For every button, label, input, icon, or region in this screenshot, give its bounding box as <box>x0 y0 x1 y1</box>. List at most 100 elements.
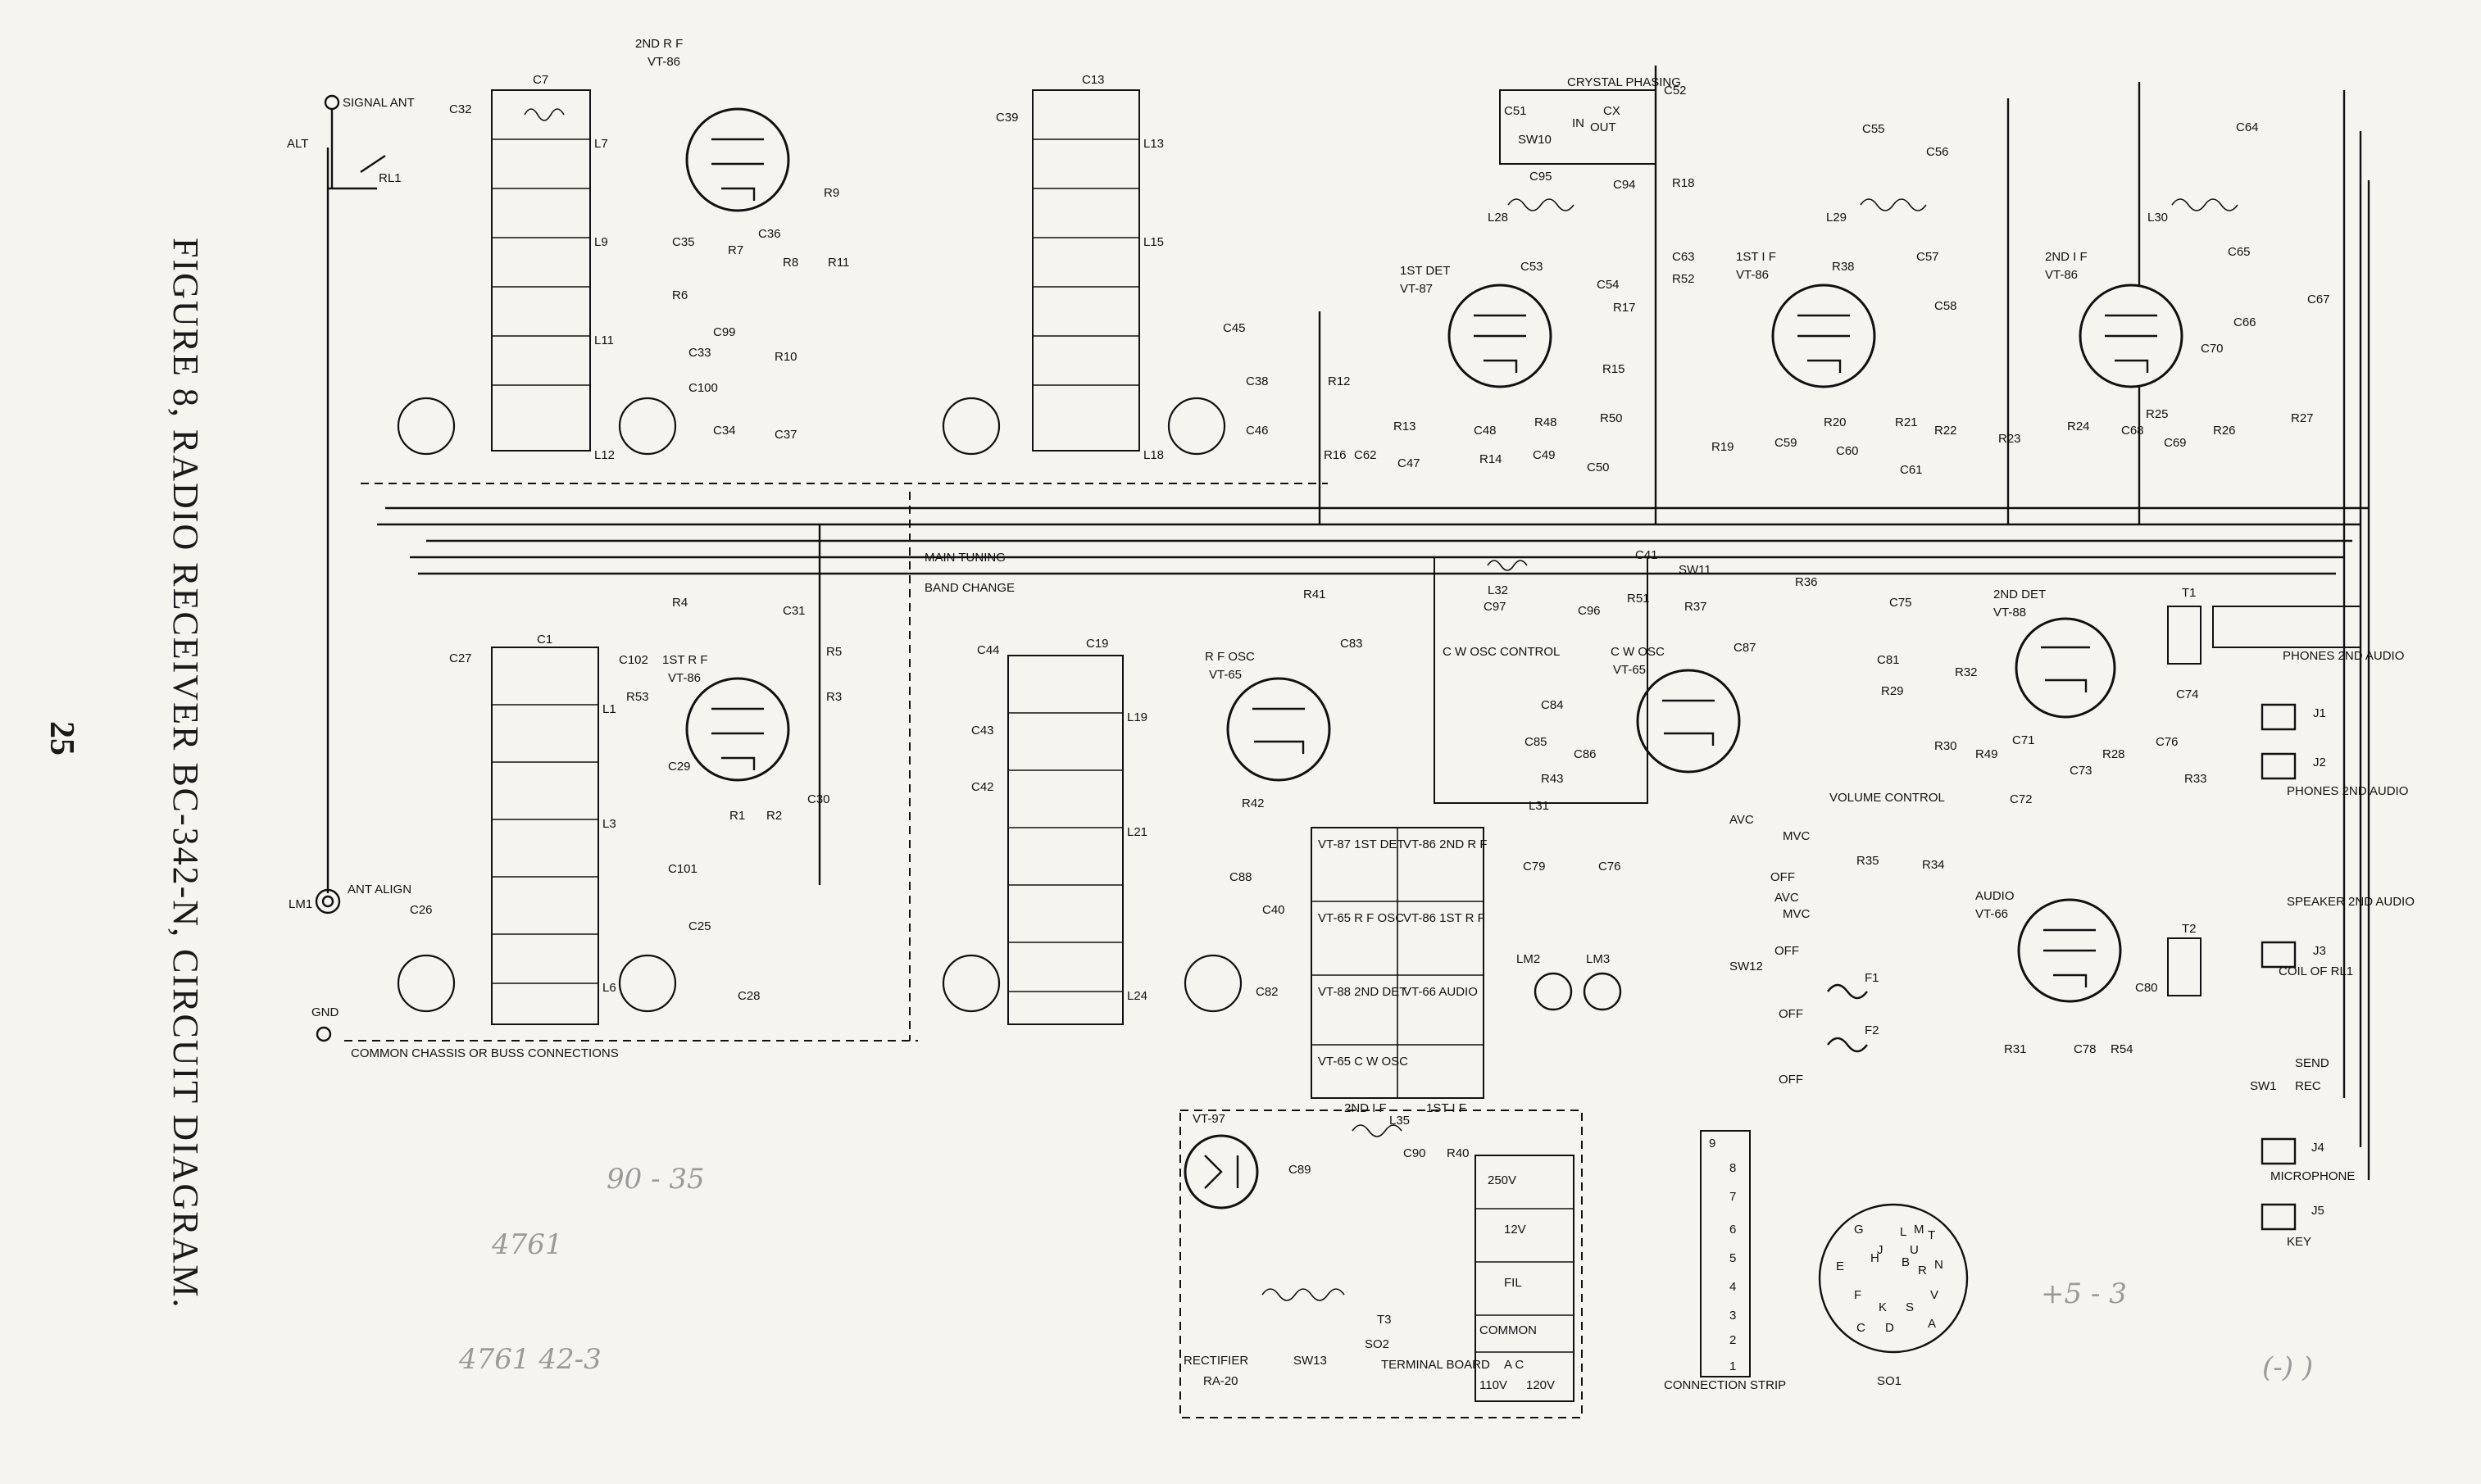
c39-label: C39 <box>996 111 1019 125</box>
c97-label: C97 <box>1484 600 1506 614</box>
l3-label: L3 <box>602 817 616 831</box>
r20-label: R20 <box>1824 415 1847 429</box>
tube-2nd-if-type: VT-86 <box>2045 268 2078 282</box>
volume-control-label: VOLUME CONTROL <box>1829 791 1945 805</box>
c56-label: C56 <box>1926 145 1949 159</box>
c82-label: C82 <box>1256 985 1279 999</box>
crystal-phasing: CRYSTAL PHASING IN CX OUT SW10 L28 L29 L… <box>1488 75 2238 225</box>
mvc-label-2: MVC <box>1783 907 1811 921</box>
tube-1st-rf-type: VT-86 <box>668 671 701 685</box>
so1-label: SO1 <box>1877 1374 1902 1388</box>
ant-align-label: ANT ALIGN <box>348 883 411 896</box>
r28-label: R28 <box>2102 747 2125 761</box>
c102-label: C102 <box>619 653 648 667</box>
r26-label: R26 <box>2213 424 2236 438</box>
tube-1st-det-role: 1ST DET <box>1400 264 1450 278</box>
tube-table-0-1: VT-86 2ND R F <box>1403 837 1488 851</box>
r25-label: R25 <box>2146 407 2169 421</box>
coil-rl1-label: COIL OF RL1 <box>2279 964 2353 978</box>
pin-f: F <box>1854 1288 1861 1302</box>
l6-label: L6 <box>602 981 616 995</box>
c100-label: C100 <box>688 381 718 395</box>
tube-audio: AUDIO VT-66 <box>1975 889 2122 1003</box>
r4-label: R4 <box>672 596 688 610</box>
c63-label: C63 <box>1672 250 1695 264</box>
tube-table-1-1: VT-86 1ST R F <box>1403 911 1485 925</box>
off-label-4: OFF <box>1779 1073 1803 1087</box>
c35-label: C35 <box>672 235 695 249</box>
tube-1st-det-type: VT-87 <box>1400 282 1433 296</box>
c80-label: C80 <box>2135 981 2158 995</box>
c26-label: C26 <box>410 903 433 917</box>
pin-c: C <box>1856 1321 1865 1335</box>
c87-label: C87 <box>1734 641 1756 655</box>
tube-1st-det: 1ST DET VT-87 <box>1400 264 1552 388</box>
l15-label: L15 <box>1143 235 1164 249</box>
v250-label: 250V <box>1488 1173 1516 1187</box>
c50-label: C50 <box>1587 461 1610 474</box>
c67-label: C67 <box>2307 293 2330 306</box>
c36-label: C36 <box>758 227 781 241</box>
f1-label: F1 <box>1865 971 1879 985</box>
r5-label: R5 <box>826 645 842 659</box>
lm3-label: LM3 <box>1586 952 1610 966</box>
tube-rf-osc-type: VT-65 <box>1209 668 1242 682</box>
main-tuning-label: MAIN TUNING <box>925 551 1006 565</box>
r27-label: R27 <box>2291 411 2314 425</box>
send-label: SEND <box>2295 1056 2329 1070</box>
r54-label: R54 <box>2111 1042 2133 1056</box>
c76b-label: C76 <box>1598 860 1621 874</box>
c1-label: C1 <box>537 633 552 647</box>
r34-label: R34 <box>1922 858 1945 872</box>
component-labels: C35 C36 C33 C99 C100 C34 C37 R6 R7 R8 R9… <box>410 102 1377 1003</box>
c41-label: C41 <box>1635 548 1658 562</box>
rectifier-label: RECTIFIER <box>1184 1354 1248 1368</box>
connection-strip-label-1: CONNECTION STRIP <box>1664 1378 1786 1392</box>
strip-num-8: 8 <box>1729 1161 1736 1175</box>
r11-label: R11 <box>828 256 849 270</box>
l18-label: L18 <box>1143 448 1164 462</box>
r13-label: R13 <box>1393 420 1416 433</box>
socket-so1: SO1 G M T N E H J U R B F K S V C D A L <box>1818 1203 1969 1388</box>
tube-1st-rf-role: 1ST R F <box>662 653 708 667</box>
c34-label: C34 <box>713 424 736 438</box>
l32-label: L32 <box>1488 583 1508 597</box>
pin-e: E <box>1836 1259 1844 1273</box>
t1-label: T1 <box>2182 586 2197 600</box>
c46-label: C46 <box>1246 424 1269 438</box>
r12-label: R12 <box>1328 374 1351 388</box>
c86-label: C86 <box>1574 747 1597 761</box>
c68-label: C68 <box>2121 424 2144 438</box>
avc-label-2: AVC <box>1774 891 1799 905</box>
r50-label: R50 <box>1600 411 1623 425</box>
microphone-label: MICROPHONE <box>2270 1169 2355 1183</box>
r9-label: R9 <box>824 186 839 200</box>
cw-osc-control: C W OSC CONTROL SW11 L32 L31 <box>1434 556 1711 813</box>
c53-label: C53 <box>1520 260 1543 274</box>
alt-label: ALT <box>287 137 308 151</box>
pin-l: L <box>1900 1225 1906 1239</box>
avc-label: AVC <box>1729 813 1754 827</box>
c42-label: C42 <box>971 780 994 794</box>
c30-label: C30 <box>807 792 830 806</box>
band-change-label: BAND CHANGE <box>925 581 1015 595</box>
c43-label: C43 <box>971 724 994 737</box>
coil-bank-lower-mid: C19 L19 L21 L24 <box>1007 637 1147 1025</box>
c28-label: C28 <box>738 989 761 1003</box>
c59-label: C59 <box>1774 436 1797 450</box>
r37-label: R37 <box>1684 600 1707 614</box>
r14-label: R14 <box>1479 452 1502 466</box>
tube-2nd-det-type: VT-88 <box>1993 606 2026 619</box>
note-4: +5 - 3 <box>2041 1278 2127 1310</box>
r23-label: R23 <box>1998 432 2021 446</box>
r15-label: R15 <box>1602 362 1625 376</box>
tube-table-3-0: VT-65 C W OSC <box>1318 1055 1408 1069</box>
r10-label: R10 <box>775 350 797 364</box>
strip-num-9: 9 <box>1709 1137 1715 1150</box>
c48-label: C48 <box>1474 424 1497 438</box>
pin-h: H <box>1870 1251 1879 1265</box>
page-number: 25 <box>43 721 80 756</box>
c57-label: C57 <box>1916 250 1939 264</box>
pin-u: U <box>1910 1243 1919 1257</box>
r7-label: R7 <box>728 243 743 257</box>
